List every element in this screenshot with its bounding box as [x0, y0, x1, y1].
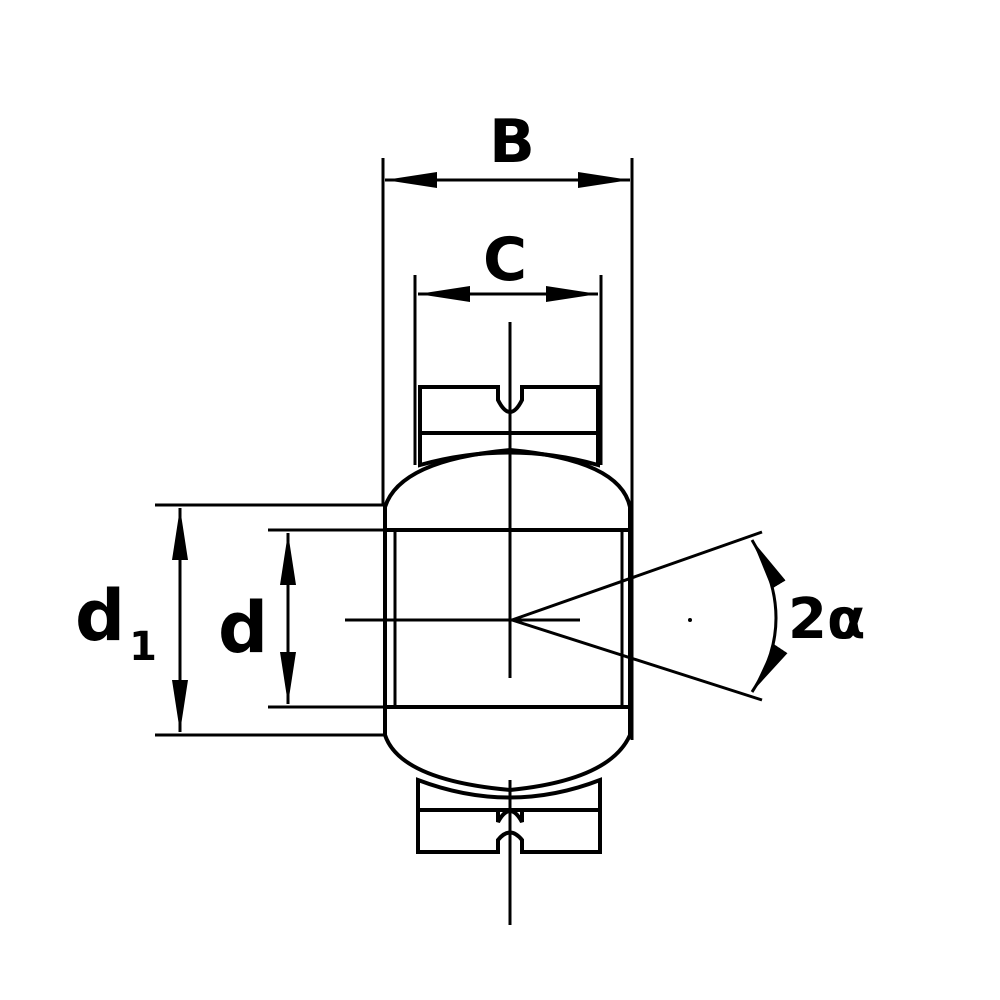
dimension-angle: 2α — [511, 530, 865, 702]
dimension-c: C — [413, 225, 603, 465]
label-d1-sub: 1 — [129, 624, 157, 670]
dimension-b: B — [381, 107, 634, 740]
label-angle: 2α — [788, 587, 865, 652]
label-b: B — [489, 107, 535, 177]
outer-ring-bottom — [416, 777, 602, 854]
dimension-d: d — [218, 528, 385, 709]
outer-ring-top — [418, 385, 600, 468]
inner-ring-top-section — [383, 447, 632, 532]
inner-ring-bottom-section — [383, 705, 632, 793]
label-c: C — [483, 225, 527, 295]
label-d1-main: d — [75, 575, 125, 657]
label-d: d — [218, 587, 268, 669]
center-lines — [345, 322, 580, 925]
